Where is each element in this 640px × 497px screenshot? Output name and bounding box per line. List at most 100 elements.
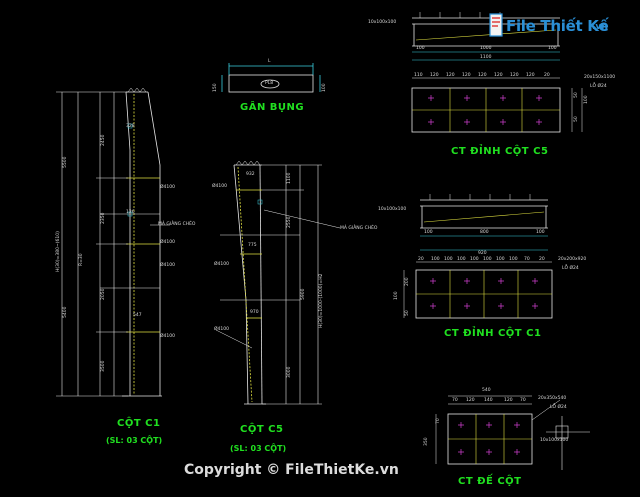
- c1plate-dim-6: 100: [496, 257, 505, 262]
- c5-small-dim-0: 932: [246, 172, 255, 177]
- gan-bung-dim-right: 100: [322, 83, 327, 92]
- c1plate-side-0: 100: [394, 291, 399, 300]
- title-cot-c5: CỘT C5: [240, 424, 284, 435]
- base-dim-3: 120: [504, 398, 513, 403]
- c5plate-dim-7: 120: [526, 73, 535, 78]
- c1-note-3: Ø4100: [160, 334, 175, 339]
- c5-note-1: Ø4100: [214, 262, 229, 267]
- ct-de-cot-detail: [435, 395, 590, 470]
- c1plate-dim-8: 70: [524, 257, 530, 262]
- title-ct-de-cot: CT ĐẾ CỘT: [458, 476, 522, 487]
- c5-dim-right-4: H(30)=1000-(1000)=H2: [319, 273, 324, 328]
- c5plate-dim-1: 120: [430, 73, 439, 78]
- copyright-watermark: Copyright © FileThietKe.vn: [184, 462, 399, 478]
- base-dim-1: 120: [466, 398, 475, 403]
- title-ct-dinh-cot-c1: CT ĐỈNH CỘT C1: [444, 328, 542, 339]
- c5plate-side-0: 100: [584, 95, 589, 104]
- c5plate-note: 20x150x1100: [584, 75, 616, 80]
- c5top-dim-2: 100: [548, 46, 557, 51]
- c1-small-dim-1: 126: [126, 210, 135, 215]
- c5plate-dim-4: 120: [478, 73, 487, 78]
- c5plate-dim-6: 120: [510, 73, 519, 78]
- c1-small-dim-2: 547: [133, 313, 142, 318]
- gan-bung-plate: [228, 74, 314, 93]
- ct-dinh-cot-c1-detail: [403, 194, 553, 319]
- c5plate-dim-8: 20: [544, 73, 550, 78]
- c5plate-side-1: 50: [574, 92, 579, 98]
- c5-note-3: MẢ GIẰNG CHÉO: [340, 226, 378, 231]
- c1top-dim-0: 100: [424, 230, 433, 235]
- logo-tail: .vn: [592, 22, 608, 32]
- c1top-note: 10x100x100: [378, 207, 407, 212]
- logo-word: File Thiết Kế: [506, 17, 609, 35]
- c5plate-dim-0: 110: [414, 73, 423, 78]
- c1-dim-mid-0: 2450: [101, 134, 106, 146]
- c5top-note: 10x100x100: [368, 20, 397, 25]
- c5-dim-right-2: 3000: [287, 366, 292, 378]
- c1plate-dim-5: 100: [483, 257, 492, 262]
- title-gan-bung: GÂN BỤNG: [240, 102, 305, 113]
- c1plate-dim-9: 20: [539, 257, 545, 262]
- c5-small-dim-2: 970: [250, 310, 259, 315]
- c1plate-dim-2: 100: [444, 257, 453, 262]
- cot-c1-elevation: [56, 87, 170, 397]
- base-dim-2: 140: [484, 398, 493, 403]
- c1top-dim-1: 800: [480, 230, 489, 235]
- c1plate-dim-0: 20: [418, 257, 424, 262]
- c1plate-note: 20x200x920: [558, 257, 587, 262]
- c1-note-0: Ø4100: [160, 185, 175, 190]
- c5-note-2: Ø4100: [214, 327, 229, 332]
- c1-plate-holes: [430, 278, 538, 309]
- c5top-dim-0: 100: [416, 46, 425, 51]
- gan-bung-length-label: L: [268, 59, 271, 64]
- title-cot-c1: CỘT C1: [117, 418, 161, 429]
- c5-small-dim-1: 775: [248, 243, 257, 248]
- c1plate-dim-4: 100: [470, 257, 479, 262]
- c1plate-dim-3: 100: [457, 257, 466, 262]
- c1-note-2: Ø4100: [160, 263, 175, 268]
- c1plate-dim-7: 100: [509, 257, 518, 262]
- c1-dim-left-0: 5500: [63, 156, 68, 168]
- gan-bung-dim-left: 150: [213, 83, 218, 92]
- subtitle-cot-c1: (SL: 03 CỘT): [106, 436, 163, 445]
- c5top-dim-1: 1000: [480, 46, 492, 51]
- c1-small-dim-0: 328: [126, 124, 135, 129]
- cot-c5-elevation: [215, 160, 341, 405]
- base-side-note: 10x100x100: [540, 438, 569, 443]
- base-side-dim-1: 70: [436, 418, 441, 424]
- c1-dim-mid-2: 2050: [101, 288, 106, 300]
- gan-bung-pl-label: PL8: [265, 81, 274, 86]
- base-dim-4: 70: [520, 398, 526, 403]
- base-dim-0: 70: [452, 398, 458, 403]
- c5-dim-right-1: 2550: [287, 216, 292, 228]
- base-plate-holes: [458, 422, 520, 455]
- c1-dim-mid-3: 3500: [101, 360, 106, 372]
- gan-bung-detail: [221, 63, 321, 93]
- c1-dim-mid-4: R=30: [79, 253, 84, 266]
- c5-note-0: Ø4100: [212, 184, 227, 189]
- c5plate-dim-3: 120: [462, 73, 471, 78]
- ct-dinh-cot-c5-detail: [411, 12, 583, 133]
- c1-dim-left-1: 5400: [63, 306, 68, 318]
- c1plate-side-2: 50: [405, 310, 410, 316]
- c1plate-side-1: 200: [405, 277, 410, 286]
- c5plate-dim-2: 120: [446, 73, 455, 78]
- c5-dim-right-0: 1100: [287, 172, 292, 184]
- c1top-overall: 920: [478, 251, 487, 256]
- c5top-overall: 1100: [480, 55, 492, 60]
- c1plate-hole: LỖ Ø24: [562, 266, 579, 271]
- base-overall: 540: [482, 388, 491, 393]
- base-hole-note: LỖ Ø24: [550, 405, 567, 410]
- c5plate-dim-5: 120: [494, 73, 503, 78]
- title-ct-dinh-cot-c5: CT ĐỈNH CỘT C5: [451, 146, 549, 157]
- base-plate-note: 20x350x540: [538, 396, 567, 401]
- c1plate-dim-1: 100: [431, 257, 440, 262]
- logo-mark-icon: [489, 13, 503, 37]
- c5plate-side-2: 50: [574, 116, 579, 122]
- c1-note-4: MẢ GIẰNG CHÉO: [158, 222, 196, 227]
- c1-dim-mid-1: 2350: [101, 212, 106, 224]
- c1top-dim-2: 100: [536, 230, 545, 235]
- c5plate-hole: LỖ Ø24: [590, 84, 607, 89]
- c5-dim-right-3: 5900: [301, 288, 306, 300]
